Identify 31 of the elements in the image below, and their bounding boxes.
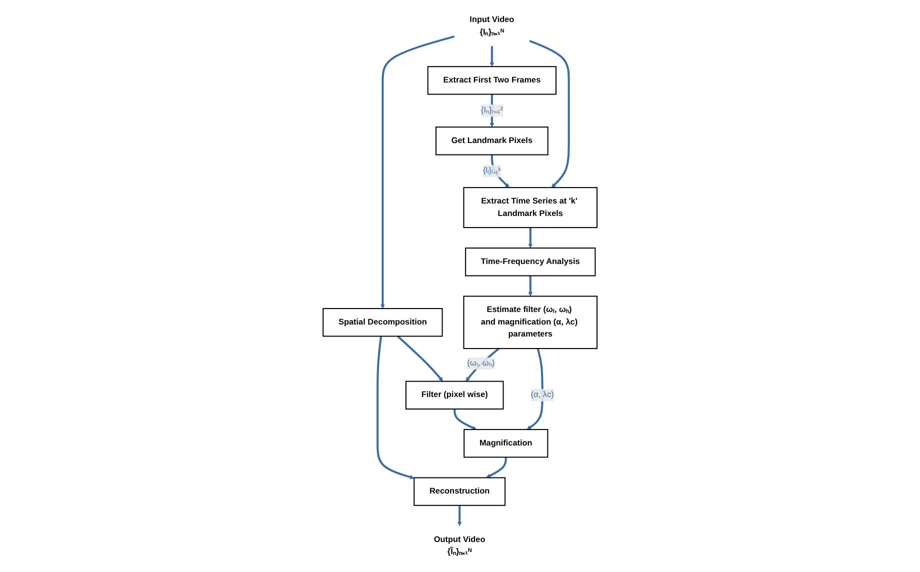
arrow bbox=[457, 505, 462, 526]
node-box: Time-Frequency Analysis bbox=[464, 248, 596, 276]
arrow bbox=[490, 46, 494, 67]
arrow bbox=[454, 409, 477, 430]
edge-label: {lᵢ}ᵢ₌₁ᵏ bbox=[482, 166, 501, 176]
arrow bbox=[397, 335, 444, 382]
arrow bbox=[466, 348, 500, 382]
node-box: Get Landmark Pixels bbox=[435, 126, 548, 156]
edge-label: {Iₙ}ₙ₌₁² bbox=[480, 106, 503, 115]
node-text: Output Video bbox=[434, 535, 486, 544]
arrow bbox=[526, 348, 544, 430]
arrow bbox=[486, 457, 507, 478]
edge-label: (ωₗ, ωₕ) bbox=[467, 358, 495, 368]
node-box: Extract Time Series at 'k' Landmark Pixels bbox=[463, 187, 598, 228]
node-label: {Iₙ}ₙ₌₁ᴺ bbox=[480, 28, 504, 36]
node-box: Filter (pixel wise) bbox=[405, 380, 504, 410]
arrow bbox=[528, 276, 533, 296]
node-box: Estimate filter (ωₗ, ωₕ) and magnification (α, λc) parameters bbox=[463, 296, 598, 350]
node-box: Magnification bbox=[464, 429, 548, 458]
node-box: Extract First Two Frames bbox=[427, 66, 556, 95]
arrow bbox=[376, 336, 414, 480]
arrow bbox=[380, 36, 455, 309]
arrow bbox=[529, 40, 570, 188]
arrow bbox=[490, 94, 494, 128]
edge-label: (α, λc) bbox=[530, 390, 554, 400]
node-box: Reconstruction bbox=[414, 477, 506, 506]
node-box: Spatial Decomposition bbox=[322, 308, 443, 337]
node-text: Input Video bbox=[470, 15, 514, 24]
arrow bbox=[490, 154, 510, 188]
node-label: {Ĩₙ}ₙ₌₁ᴺ bbox=[447, 547, 472, 556]
arrow bbox=[528, 228, 533, 248]
